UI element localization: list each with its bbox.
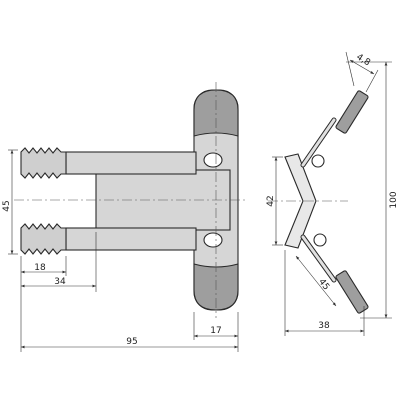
dim-opening: 42 xyxy=(266,156,283,246)
lower-shank xyxy=(65,227,197,251)
dim-label-95: 95 xyxy=(126,337,137,347)
upper-screw xyxy=(20,147,223,179)
dim-shank-length: 34 xyxy=(21,232,97,292)
upper-pivot xyxy=(311,154,325,168)
dim-tip-width: 4,8 xyxy=(345,51,379,93)
dim-label-45: 45 xyxy=(2,200,12,211)
dim-label-100: 100 xyxy=(389,191,399,208)
upper-rubber-tip xyxy=(335,90,369,134)
upper-shank xyxy=(65,151,197,175)
dim-label-17: 17 xyxy=(210,326,221,336)
lower-screw xyxy=(20,223,223,255)
dim-thread-length: 18 xyxy=(20,256,67,290)
dim-label-38: 38 xyxy=(318,321,330,331)
dim-label-42: 42 xyxy=(266,195,276,206)
lower-thread xyxy=(20,223,67,255)
dim-overall-length: 95 xyxy=(20,290,239,352)
dim-label-45-angled: 45 xyxy=(316,277,331,292)
dim-width: 38 xyxy=(284,250,365,336)
front-view: 45 18 34 95 17 xyxy=(2,82,248,352)
upper-arm xyxy=(300,90,369,168)
upper-thread xyxy=(20,147,67,179)
lower-rivet xyxy=(203,232,223,248)
dim-arm-length: 45 xyxy=(295,255,337,307)
dim-plate-thickness: 17 xyxy=(193,312,238,340)
dim-label-4-8: 4,8 xyxy=(354,52,372,68)
lower-rubber-tip xyxy=(335,270,369,314)
side-view: 42 100 38 45 4,8 xyxy=(266,51,399,336)
upper-rivet xyxy=(203,152,223,168)
lower-pivot xyxy=(313,233,327,247)
dim-label-34: 34 xyxy=(54,277,66,287)
dim-height-left: 45 xyxy=(2,149,18,255)
lower-arm xyxy=(300,233,369,314)
dim-label-18: 18 xyxy=(34,263,46,273)
